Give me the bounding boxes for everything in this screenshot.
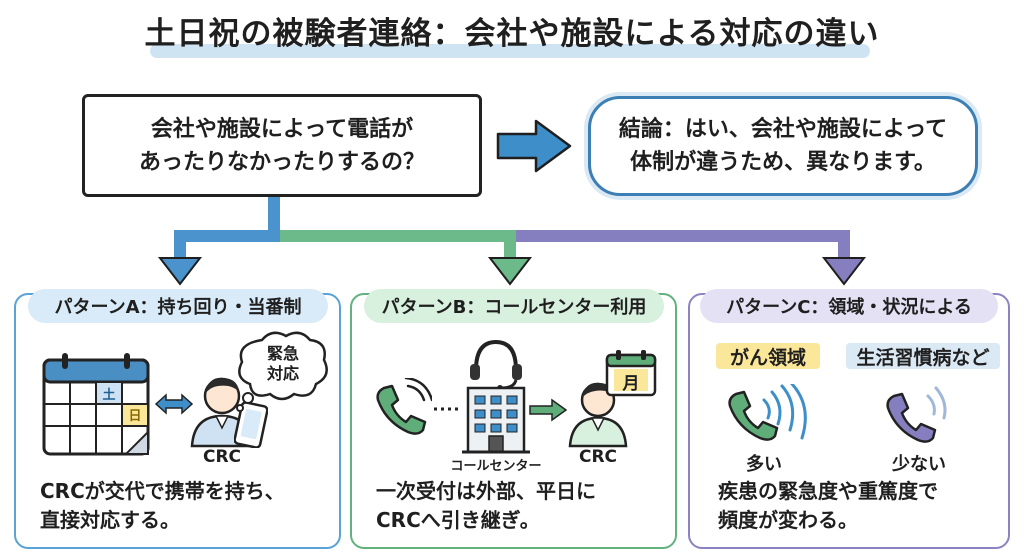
pattern-b-desc: 一次受付は外部、平日に CRCへ引き継ぎ。 xyxy=(376,477,676,535)
pattern-c-desc-line-1: 疾患の緊急度や重篤度で xyxy=(718,479,938,503)
conclusion-line-2: 体制が違うため、異なります。 xyxy=(630,150,936,175)
tag-lifestyle: 生活習慣病など xyxy=(846,343,1000,369)
conclusion-line-1: 結論：はい、会社や施設によって xyxy=(618,117,948,142)
crc-label-a: CRC xyxy=(202,447,242,467)
phone-few-calls-icon xyxy=(886,386,947,443)
call-center-label: コールセンター xyxy=(450,459,542,474)
dotted-line xyxy=(434,407,460,411)
pattern-c-title: パターンC：領域・状況による xyxy=(700,289,998,323)
page-title: 土日祝の被験者連絡：会社や施設による対応の違い xyxy=(144,16,880,52)
level-many: 多い xyxy=(746,454,782,475)
double-arrow-icon xyxy=(154,393,194,415)
pattern-a-desc-line-1: CRCが交代で携帯を持ち、 xyxy=(40,479,285,503)
calendar-icon xyxy=(42,353,150,456)
calendar-mark-sun: 日 xyxy=(128,409,142,424)
question-box: 会社や施設によって電話が あったりなかったりするの？ xyxy=(82,94,482,197)
conclusion-box: 結論：はい、会社や施設によって 体制が違うため、異なります。 xyxy=(588,96,978,196)
pattern-a-desc: CRCが交代で携帯を持ち、 直接対応する。 xyxy=(40,477,340,535)
pattern-a-title: パターンA：持ち回り・当番制 xyxy=(28,289,328,323)
question-line-2: あったりなかったりするの？ xyxy=(138,149,425,175)
smartphone-icon xyxy=(234,402,268,448)
call-center-building-icon xyxy=(462,386,530,454)
level-few: 少ない xyxy=(892,454,946,475)
pattern-c-desc-line-2: 頻度が変わる。 xyxy=(718,508,858,532)
question-line-1: 会社や施設によって電話が xyxy=(150,116,414,142)
tag-lifestyle-text: 生活習慣病など xyxy=(856,346,990,369)
headset-icon xyxy=(470,339,522,391)
calendar-mark-sat: 土 xyxy=(102,388,116,403)
tag-cancer: がん領域 xyxy=(716,343,820,369)
emergency-bubble-text: 緊急 対応 xyxy=(266,344,299,383)
branch-connectors xyxy=(157,197,867,286)
arrow-right-icon xyxy=(496,119,572,173)
pattern-b-title: パターンB：コールセンター利用 xyxy=(364,289,664,323)
pattern-a-desc-line-2: 直接対応する。 xyxy=(40,508,180,532)
thought-bubble xyxy=(236,331,328,412)
pattern-c-desc: 疾患の緊急度や重篤度で 頻度が変わる。 xyxy=(718,477,1008,535)
phone-many-calls-icon xyxy=(728,384,807,441)
calendar-mark-mon: 月 xyxy=(622,374,640,394)
crc-label-b: CRC xyxy=(578,447,618,467)
phone-ringing-icon xyxy=(376,378,432,435)
pattern-b-desc-line-1: 一次受付は外部、平日に xyxy=(376,479,596,503)
pattern-b-desc-line-2: CRCへ引き継ぎ。 xyxy=(376,508,540,532)
calendar-monday-icon xyxy=(605,350,657,397)
title-highlight xyxy=(150,44,870,58)
arrow-right-small-icon xyxy=(529,398,568,422)
